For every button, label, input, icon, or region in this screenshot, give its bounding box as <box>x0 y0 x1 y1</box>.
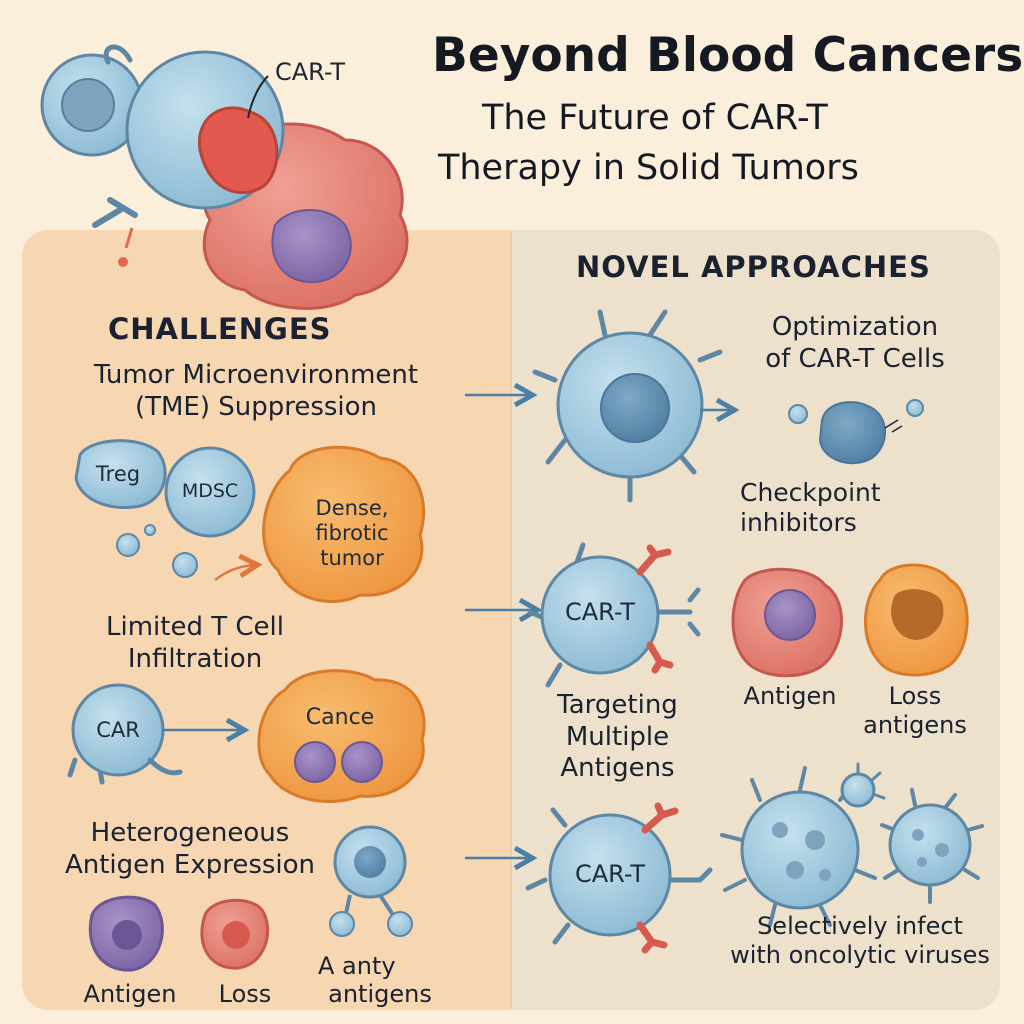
multiple-loss-label: Loss antigens <box>850 682 980 740</box>
hero-illustration <box>40 44 409 310</box>
treg-cell <box>74 439 167 510</box>
cancer-label: Cance <box>305 705 375 730</box>
oncolytic-caption: Selectively infect with oncolytic viruse… <box>715 912 1005 970</box>
optimization-title: Optimization of CAR-T Cells <box>745 312 965 375</box>
oncolytic-cart-label: CAR-T <box>575 860 645 888</box>
hero-cart-core <box>198 106 279 194</box>
hero-cart-label: CAR-T <box>275 58 345 86</box>
panel-divider <box>510 232 512 1008</box>
fibrotic-tumor <box>262 445 426 603</box>
fibrotic-tumor-label: Dense, fibrotic tumor <box>282 496 422 572</box>
fibrotic-tumor-label-3: tumor <box>320 546 384 571</box>
challenges-heading: CHALLENGES <box>108 312 332 346</box>
approaches-heading: NOVEL APPROACHES <box>576 250 931 284</box>
many-antigens-line-1: A anty <box>318 952 396 980</box>
checkpoint-target-cell <box>818 401 886 465</box>
optimization-title-line-1: Optimization <box>771 312 939 342</box>
heterogeneous-illustration <box>88 825 413 972</box>
multiple-title-line-3: Antigens <box>560 753 675 784</box>
second-infected-cell <box>888 803 972 887</box>
multiple-cart-cell <box>540 555 660 675</box>
multiple-cart-label: CAR-T <box>565 598 635 626</box>
hero-small-nucleus <box>61 78 115 132</box>
antigen-label: Antigen <box>83 980 177 1008</box>
title-line-3: Therapy in Solid Tumors <box>438 148 859 188</box>
oncolytic-caption-line-2: with oncolytic viruses <box>730 940 990 969</box>
cancer-tumor <box>257 669 426 803</box>
hero-tumor-nucleus <box>271 209 352 284</box>
fibrotic-tumor-label-1: Dense, <box>315 496 389 520</box>
checkpoint-label: Checkpoint inhibitors <box>740 478 900 538</box>
oncolytic-caption-line-1: Selectively infect <box>757 912 963 940</box>
multiple-antigens-illustration <box>527 542 969 688</box>
mdsc-label: MDSC <box>181 480 239 502</box>
heterogeneous-title-line-1: Heterogeneous <box>90 818 290 848</box>
fibrotic-tumor-label-2: fibrotic <box>315 521 389 546</box>
infiltration-title-line-1: Limited T Cell <box>106 612 284 642</box>
infiltration-illustration <box>67 669 426 803</box>
multiple-title: Targeting Multiple Antigens <box>535 690 700 785</box>
title-line-1: Beyond Blood Cancers <box>432 28 1024 83</box>
multiple-loss-line-1: Loss <box>888 682 942 710</box>
tme-title-line-1: Tumor Microenvironment <box>93 360 419 390</box>
checkpoint-line-1: Checkpoint <box>740 478 881 507</box>
tme-title: Tumor Microenvironment (TME) Suppression <box>40 360 472 423</box>
checkpoint-line-2: inhibitors <box>740 508 857 537</box>
heterogeneous-title: Heterogeneous Antigen Expression <box>45 818 335 881</box>
multiple-antigen-label: Antigen <box>743 682 837 710</box>
treg-label: Treg <box>95 462 141 486</box>
multiple-loss-line-2: antigens <box>863 710 967 739</box>
oncolytic-cart-cell <box>548 813 672 937</box>
multiple-title-line-1: Targeting <box>557 690 678 720</box>
mdsc-cell <box>164 446 256 538</box>
tme-title-line-2: (TME) Suppression <box>134 391 378 422</box>
optimization-title-line-2: of CAR-T Cells <box>765 343 945 374</box>
title-line-2: The Future of CAR-T <box>482 98 828 138</box>
multiple-title-line-2: Multiple <box>565 721 670 752</box>
infiltration-title: Limited T Cell Infiltration <box>70 612 320 675</box>
heterogeneous-title-line-2: Antigen Expression <box>64 849 316 880</box>
tme-illustration <box>74 439 426 603</box>
oncolytic-illustration <box>525 762 984 954</box>
many-antigens-line-2: antigens <box>328 980 432 1009</box>
car-label: CAR <box>96 718 140 742</box>
challenges-panel <box>22 230 512 1010</box>
optimization-illustration <box>532 309 924 503</box>
infiltration-title-line-2: Infiltration <box>127 643 263 674</box>
infected-tumor-cell <box>740 790 860 910</box>
loss-label: Loss <box>218 980 272 1008</box>
many-antigens-label: A anty antigens <box>310 952 450 1009</box>
